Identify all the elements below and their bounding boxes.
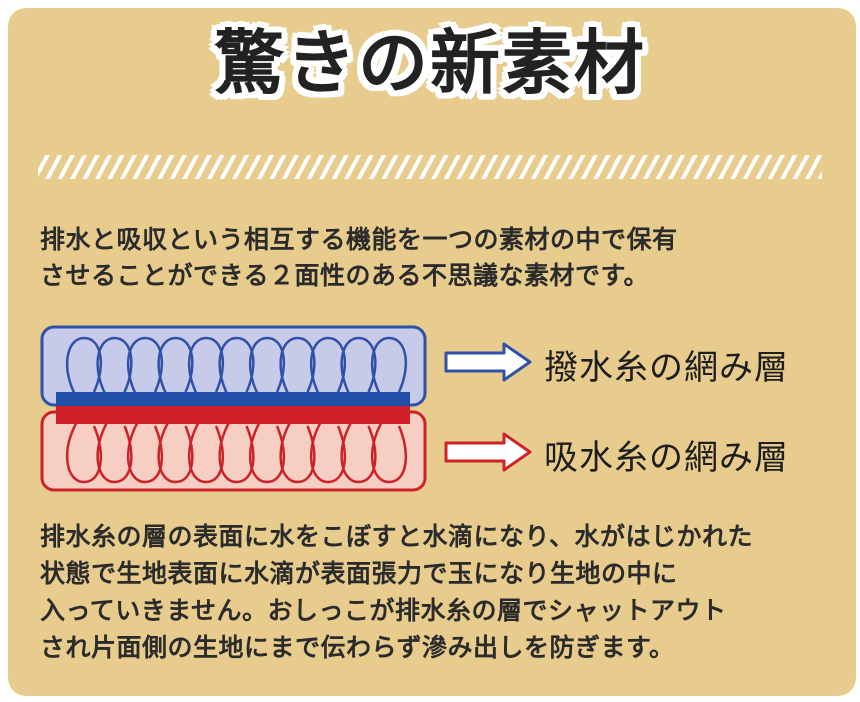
blue-arrow-icon (444, 342, 532, 382)
body-line-1: 排水糸の層の表面に水をこぼすと水滴になり、水がはじかれた (40, 522, 754, 551)
absorbent-yarn-loop (218, 419, 255, 484)
body-line-3: 入っていきません。おしっこが排水糸の層でシャットアウト (40, 596, 727, 625)
blue-band (56, 392, 410, 406)
absorbent-yarn-loop (187, 419, 224, 484)
absorbent-yarn-loop (309, 419, 346, 484)
absorbent-yarn-loops (65, 419, 407, 484)
absorbent-yarn-loop (126, 419, 163, 484)
repellent-yarn-loop (279, 336, 316, 401)
intro-line-2: させることができる２面性のある不思議な素材です。 (40, 261, 650, 290)
fabric-layer-diagram (40, 325, 532, 492)
repellent-yarn-loops (65, 336, 407, 401)
red-band (56, 406, 410, 424)
repellent-yarn-loop (157, 336, 194, 401)
intro-line-1: 排水と吸収という相互する機能を一つの素材の中で保有 (40, 225, 678, 254)
repellent-yarn-loop (187, 336, 224, 401)
repellent-layer-label: 撥水糸の網み層 (544, 348, 789, 388)
absorbent-yarn-loop (340, 419, 377, 484)
body-line-4: され片面側の生地にまで伝わらず滲み出しを防ぎます。 (40, 633, 675, 662)
repellent-yarn-loop (96, 336, 133, 401)
absorbent-yarn-loop (65, 419, 102, 484)
repellent-yarn-loop (248, 336, 285, 401)
body-line-2: 状態で生地表面に水滴が表面張力で玉になり生地の中に (40, 559, 678, 588)
repellent-yarn-loop (309, 336, 346, 401)
absorbent-yarn-loop (370, 419, 407, 484)
red-arrow-icon (444, 432, 532, 472)
absorbent-yarn-loop (248, 419, 285, 484)
repellent-yarn-loop (370, 336, 407, 401)
body-text: 排水糸の層の表面に水をこぼすと水滴になり、水がはじかれた 状態で生地表面に水滴が… (40, 518, 830, 666)
repellent-yarn-loop (340, 336, 377, 401)
repellent-yarn-loop (218, 336, 255, 401)
stripe-divider (38, 155, 822, 179)
absorbent-layer-label: 吸水糸の網み層 (544, 438, 789, 478)
repellent-yarn-loop (126, 336, 163, 401)
absorbent-yarn-loop (279, 419, 316, 484)
intro-text: 排水と吸収という相互する機能を一つの素材の中で保有 させることができる２面性のあ… (40, 222, 830, 294)
page-title: 驚きの新素材 (214, 22, 646, 104)
absorbent-yarn-loop (96, 419, 133, 484)
repellent-yarn-loop (65, 336, 102, 401)
absorbent-yarn-loop (157, 419, 194, 484)
